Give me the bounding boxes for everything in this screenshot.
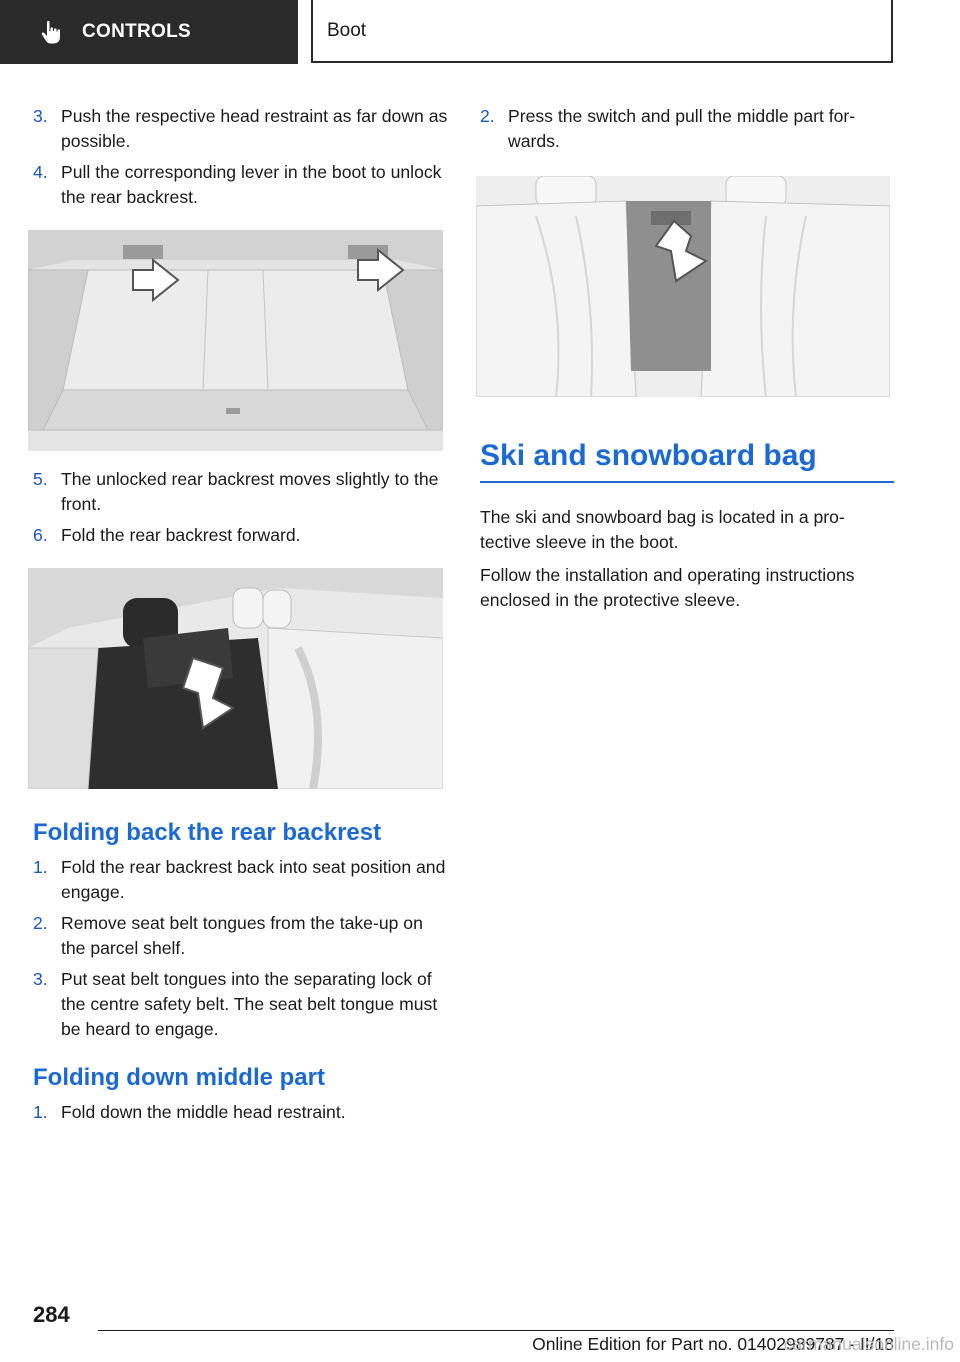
middle-seat-image — [476, 176, 890, 397]
edition-info: Online Edition for Part no. 01402989787 … — [532, 1334, 894, 1354]
step-list-a: 3. Push the respective head restraint as… — [33, 104, 448, 210]
heading-folding-middle: Folding down middle part — [33, 1064, 325, 1091]
step-number: 3. — [33, 969, 48, 989]
watermark: carmanualsonline.info — [783, 1334, 954, 1354]
step-number: 2. — [33, 913, 48, 933]
step-number: 6. — [33, 525, 48, 545]
ski-bag-paragraph-1: The ski and snowboard bag is located in … — [480, 507, 845, 552]
rear-seat-fold-illustration — [28, 568, 443, 789]
step-list-right: 2. Press the switch and pull the middle … — [480, 104, 894, 154]
section-title: Boot — [327, 19, 367, 41]
hand-pointer-icon — [41, 20, 60, 44]
step-text: Press the switch and pull the middle par… — [508, 106, 856, 151]
boot-illustration — [28, 230, 443, 451]
list-item: 1. Fold the rear backrest back into seat… — [33, 855, 448, 905]
step-text: Fold the rear backrest forward. — [61, 525, 301, 545]
rear-backrest-image — [28, 568, 443, 789]
step-text: Push the respective head restraint as fa… — [61, 106, 448, 151]
list-item: 6. Fold the rear backrest forward. — [33, 523, 448, 548]
step-text: Pull the corresponding lever in the boot… — [61, 162, 442, 207]
step-text: The unlocked rear backrest moves slightl… — [61, 469, 439, 514]
step-number: 4. — [33, 162, 48, 182]
step-number: 5. — [33, 469, 48, 489]
step-text: Fold the rear backrest back into seat po… — [61, 857, 446, 902]
heading-ski-bag: Ski and snowboard bag — [480, 439, 894, 483]
step-text: Fold down the middle head restraint. — [61, 1102, 346, 1122]
step-number: 1. — [33, 1102, 48, 1122]
middle-part-illustration — [476, 176, 890, 397]
page-number: 284 — [33, 1302, 70, 1327]
list-item: 5. The unlocked rear backrest moves slig… — [33, 467, 448, 517]
list-item: 1. Fold down the middle head restraint. — [33, 1100, 448, 1125]
list-item: 4. Pull the corresponding lever in the b… — [33, 160, 448, 210]
step-list-d: 1. Fold down the middle head restraint. — [33, 1100, 448, 1125]
step-list-b: 5. The unlocked rear backrest moves slig… — [33, 467, 448, 548]
step-number: 1. — [33, 857, 48, 877]
ski-bag-paragraph-2: Follow the installation and operating in… — [480, 565, 855, 610]
right-column: 2. Press the switch and pull the middle … — [476, 104, 894, 621]
chapter-tab: CONTROLS — [0, 0, 298, 64]
left-column: 3. Push the respective head restraint as… — [28, 104, 448, 1131]
step-number: 2. — [480, 106, 495, 126]
list-item: 3. Put seat belt tongues into the separa… — [33, 967, 448, 1042]
step-text: Remove seat belt tongues from the take-u… — [61, 913, 423, 958]
step-number: 3. — [33, 106, 48, 126]
list-item: 2. Remove seat belt tongues from the tak… — [33, 911, 448, 961]
list-item: 2. Press the switch and pull the middle … — [480, 104, 894, 154]
chapter-title: CONTROLS — [82, 21, 192, 42]
section-tab: Boot — [311, 0, 893, 63]
heading-folding-back: Folding back the rear backrest — [33, 819, 382, 846]
list-item: 3. Push the respective head restraint as… — [33, 104, 448, 154]
step-text: Put seat belt tongues into the separatin… — [61, 969, 438, 1039]
boot-interior-image — [28, 230, 443, 451]
step-list-c: 1. Fold the rear backrest back into seat… — [33, 855, 448, 1042]
footer-divider — [98, 1330, 894, 1331]
